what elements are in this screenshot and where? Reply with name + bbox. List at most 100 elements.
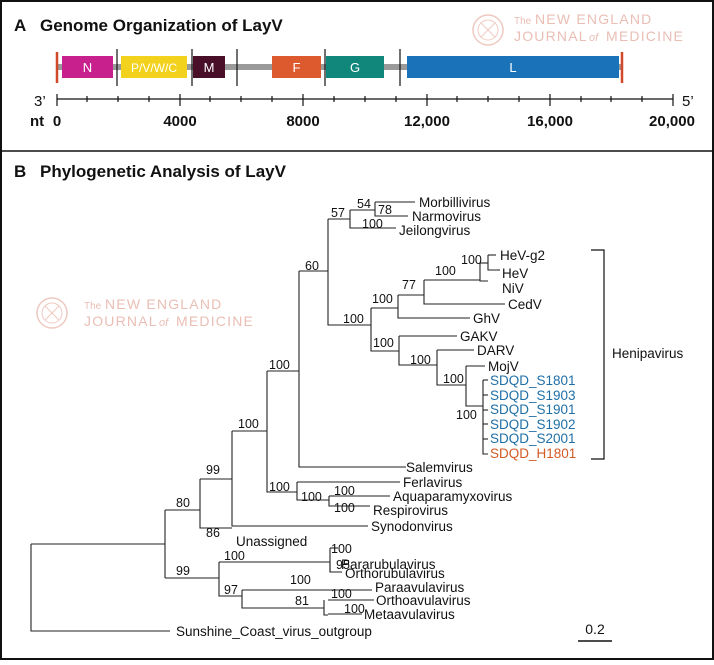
support-100-rub: 100 [224,549,245,563]
nt-tick-0: 0 [53,113,61,130]
scale-bar-label: 0.2 [585,621,605,637]
wm-medicine: MEDICINE [176,313,254,329]
taxon-orthoavulavirus: Orthoavulavirus [376,593,471,608]
taxon-hev-g2: HeV-g2 [500,248,545,263]
gene-n-label: N [83,60,92,75]
gene-boundaries [116,49,401,86]
wm-the: The [514,16,532,27]
wm-new-england: NEW ENGLAND [105,296,222,312]
gene-g-label: G [350,60,360,75]
support-80: 80 [176,496,190,510]
panel-a-letter: A [14,16,26,35]
genome-3prime-label: 3’ [34,93,46,110]
taxon-gakv: GAKV [460,329,498,344]
taxon-sdqd-s1801: SDQD_S1801 [490,373,576,388]
wm-the: The [84,301,102,312]
support-100-oa: 100 [331,587,352,601]
wm-journal: JOURNAL [84,313,158,329]
gene-l-box [407,56,619,78]
taxon-narmovirus: Narmovirus [412,209,481,224]
taxon-mojv: MojV [488,359,519,374]
support-100-moj: 100 [410,353,431,367]
gene-n-box [62,56,113,78]
taxon-aquaparamyxovirus: Aquaparamyxovirus [393,489,513,504]
taxon-sunshine-coast-outgroup: Sunshine_Coast_virus_outgroup [176,624,372,639]
panel-a-title: Genome Organization of LayV [40,16,283,35]
wm-medicine: MEDICINE [606,28,684,44]
taxon-labels: Morbillivirus Narmovirus Jeilongvirus He… [176,195,545,639]
taxon-synodonvirus: Synodonvirus [371,519,453,534]
nt-axis-ticks [56,94,674,106]
support-100-resp: 100 [334,484,355,498]
gene-pvwc-label: P/V/W/C [131,61,177,75]
henipavirus-label: Henipavirus [612,346,684,361]
henipavirus-bracket [591,249,605,460]
taxon-sdqd-h1801: SDQD_H1801 [490,446,576,461]
nt-tick-16000: 16,000 [527,113,573,130]
support-100-main: 100 [456,408,477,422]
gene-m-label: M [204,60,215,75]
panel-b-title: Phylogenetic Analysis of LayV [40,162,287,181]
taxon-sdqd-s2001: SDQD_S2001 [490,431,576,446]
support-78: 78 [378,203,392,217]
support-100-ced: 100 [372,292,393,306]
taxon-salemvirus: Salemvirus [406,460,473,475]
support-100-ma: 100 [344,602,365,616]
taxon-cedv: CedV [508,297,542,312]
nejm-watermark-b: The NEW ENGLAND JOURNAL of MEDICINE [36,296,254,329]
gene-f-box [272,56,321,78]
taxon-jeilongvirus: Jeilongvirus [399,223,471,238]
nejm-seal-inner [41,302,63,324]
gene-m-box [193,56,225,78]
support-100-niv: 100 [435,264,456,278]
support-100-gak: 100 [343,312,364,326]
wm-new-england: NEW ENGLAND [535,11,652,27]
support-100-a: 100 [301,490,322,504]
nt-tick-12000: 12,000 [404,113,450,130]
bootstrap-values: 54 78 57 100 100 100 77 100 60 100 100 1… [176,197,482,616]
taxon-ghv: GhV [473,311,500,326]
support-100-dar: 100 [373,336,394,350]
gene-f-label: F [293,60,301,75]
panel-b-letter: B [14,162,26,181]
taxon-sdqd-s1903: SDQD_S1903 [490,388,576,403]
wm-of: of [589,32,599,44]
nt-tick-4000: 4000 [163,113,196,130]
taxon-ferlavirus: Ferlavirus [403,475,463,490]
taxon-sdqd-s1901: SDQD_S1901 [490,402,576,417]
gene-l-label: L [509,60,516,75]
taxon-hev: HeV [502,266,528,281]
support-81: 81 [295,594,309,608]
support-100-jeil: 100 [362,217,383,231]
support-97: 97 [224,583,238,597]
genome-5prime-label: 5’ [682,93,694,110]
nt-tick-20000: 20,000 [649,113,695,130]
taxon-unassigned: Unassigned [236,534,307,549]
taxon-respirovirus: Respirovirus [373,503,448,518]
support-100-hev: 100 [461,253,482,267]
taxon-orthorubulavirus: Orthorubulavirus [345,566,445,581]
taxon-paraavulavirus: Paraavulavirus [375,580,465,595]
support-100-sdqd: 100 [443,372,464,386]
nejm-watermark-a: The NEW ENGLAND JOURNAL of MEDICINE [472,11,684,46]
nejm-seal-icon [36,297,68,329]
support-99: 99 [206,463,220,477]
nt-axis-unit: nt [30,113,44,130]
support-100-up: 100 [269,358,290,372]
support-54: 54 [357,197,371,211]
nt-tick-8000: 8000 [286,113,319,130]
taxon-metaavulavirus: Metaavulavirus [364,607,455,622]
support-95: 95 [336,558,350,572]
wm-journal: JOURNAL [514,28,588,44]
gene-g-box [326,56,384,78]
support-100-pr: 100 [331,542,352,556]
support-99-low: 99 [176,564,190,578]
wm-of: of [159,317,169,329]
taxon-morbillivirus: Morbillivirus [419,195,491,210]
support-100-avu: 100 [290,573,311,587]
nejm-seal-inner [477,19,499,41]
support-86: 86 [206,526,220,540]
support-100-ferl: 100 [238,417,259,431]
